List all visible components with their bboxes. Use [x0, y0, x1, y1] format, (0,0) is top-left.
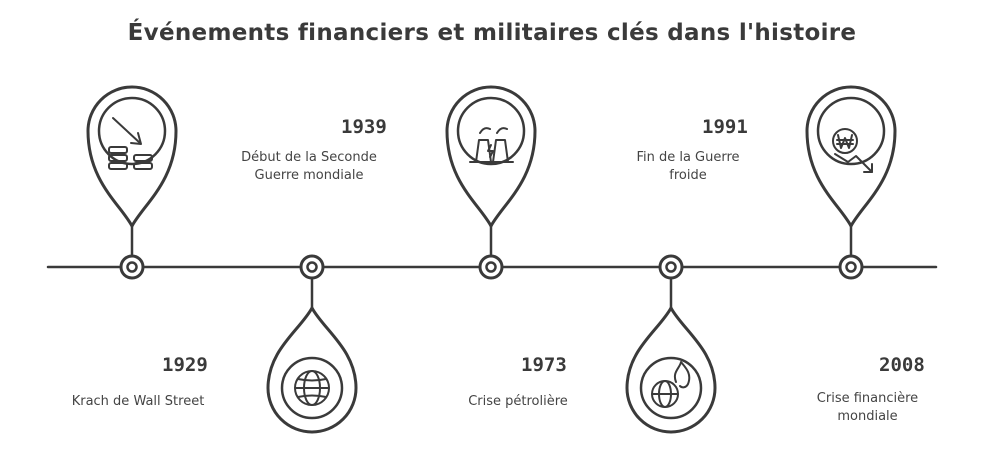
event-1939-marker — [266, 254, 358, 434]
event-year-1991: 1991 — [702, 116, 748, 138]
event-year-1929: 1929 — [162, 354, 208, 376]
globe-icon — [294, 370, 330, 406]
event-label-1929: Krach de Wall Street — [71, 394, 205, 409]
won-coin-down-icon — [832, 128, 873, 173]
event-year-1973: 1973 — [521, 354, 567, 376]
event-1929-marker — [86, 85, 178, 280]
power-plant-icon — [469, 127, 514, 163]
event-1973-marker — [445, 85, 537, 280]
event-1991-marker — [625, 254, 717, 434]
stacked-coins-down-icon — [108, 117, 153, 170]
burning-globe-icon — [651, 361, 691, 408]
event-label-1939: Début de la Seconde Guerre mondiale — [241, 150, 377, 183]
event-year-1939: 1939 — [341, 116, 387, 138]
event-label-2008: Crise financière mondiale — [816, 391, 919, 424]
event-2008-marker — [805, 85, 897, 280]
event-label-1991: Fin de la Guerre froide — [636, 150, 740, 183]
event-label-1973: Crise pétrolière — [468, 394, 568, 409]
event-year-2008: 2008 — [879, 354, 925, 376]
page-title: Événements financiers et militaires clés… — [127, 20, 857, 46]
